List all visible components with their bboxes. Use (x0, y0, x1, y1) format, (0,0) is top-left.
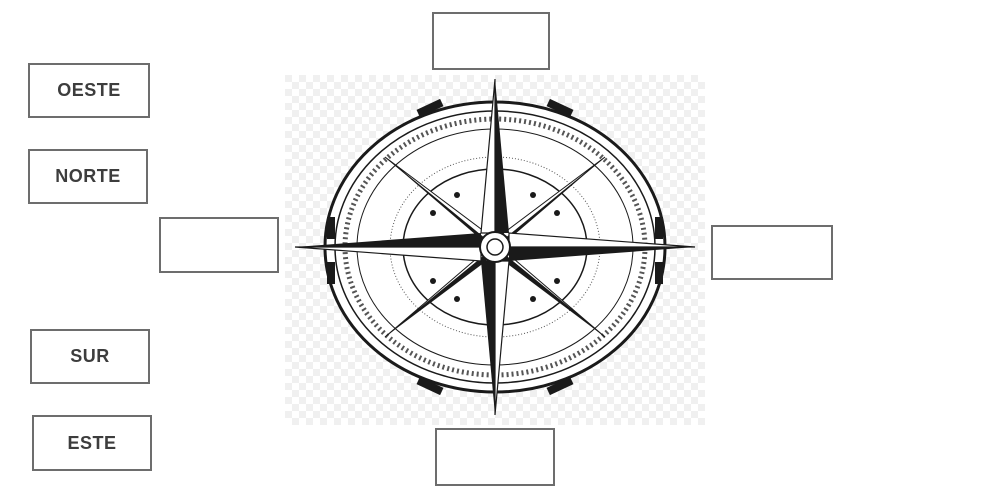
answer-box-left[interactable] (159, 217, 279, 273)
word-este-label: ESTE (67, 433, 116, 454)
word-este[interactable]: ESTE (32, 415, 152, 471)
word-sur-label: SUR (70, 346, 110, 367)
word-oeste[interactable]: OESTE (28, 63, 150, 118)
answer-box-bottom[interactable] (435, 428, 555, 486)
word-norte-label: NORTE (55, 166, 121, 187)
word-oeste-label: OESTE (57, 80, 121, 101)
word-norte[interactable]: NORTE (28, 149, 148, 204)
center-hub (480, 232, 510, 262)
compass-rose-icon (285, 75, 705, 425)
word-sur[interactable]: SUR (30, 329, 150, 384)
answer-box-right[interactable] (711, 225, 833, 280)
answer-box-top[interactable] (432, 12, 550, 70)
